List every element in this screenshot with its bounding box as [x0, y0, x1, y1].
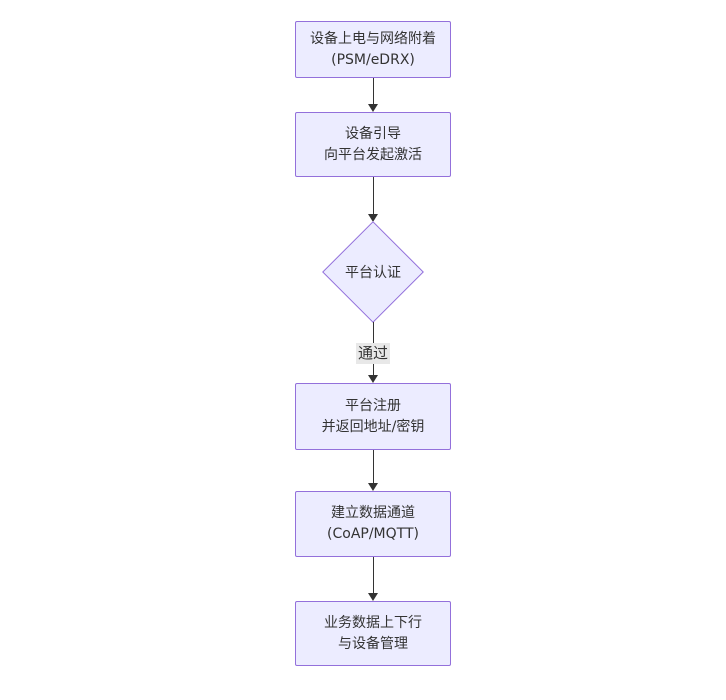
arrow-down — [367, 557, 379, 601]
node-device-power-attach: 设备上电与网络附着 (PSM/eDRX) — [295, 21, 451, 78]
node-text: 平台注册 — [345, 397, 401, 414]
node-platform-register: 平台注册 并返回地址/密钥 — [295, 383, 451, 450]
node-text: 平台认证 — [345, 265, 401, 281]
node-text: (PSM/eDRX) — [331, 51, 415, 68]
node-business-data: 业务数据上下行 与设备管理 — [295, 601, 451, 666]
node-text: 向平台发起激活 — [324, 146, 422, 163]
arrowhead-icon — [368, 483, 378, 491]
node-text: 设备引导 — [345, 125, 401, 142]
node-text: 与设备管理 — [338, 635, 408, 652]
edge-label-pass: 通过 — [355, 343, 391, 364]
node-text: 建立数据通道 — [331, 505, 415, 521]
arrow-shaft — [372, 450, 374, 483]
arrowhead-icon — [368, 375, 378, 383]
node-data-channel: 建立数据通道 (CoAP/MQTT) — [295, 491, 451, 557]
arrow-shaft — [372, 557, 374, 593]
arrowhead-icon — [368, 214, 378, 222]
arrowhead-icon — [368, 593, 378, 601]
node-text: (CoAP/MQTT) — [327, 526, 419, 542]
arrow-shaft — [372, 78, 374, 104]
node-text: 业务数据上下行 — [324, 614, 422, 631]
arrow-shaft — [372, 177, 374, 214]
arrow-down — [367, 177, 379, 222]
arrow-down — [367, 78, 379, 112]
node-text: 设备上电与网络附着 — [310, 30, 436, 47]
node-text: 并返回地址/密钥 — [321, 418, 425, 435]
arrowhead-icon — [368, 104, 378, 112]
node-device-bootstrap: 设备引导 向平台发起激活 — [295, 112, 451, 177]
arrow-down — [367, 450, 379, 491]
decision-platform-auth: 平台认证 — [322, 221, 424, 323]
